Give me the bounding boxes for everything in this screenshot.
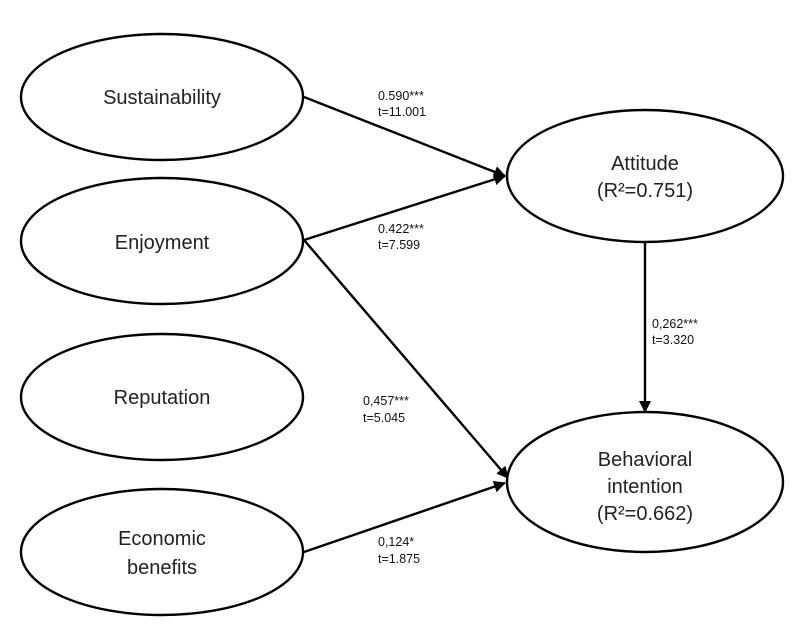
coef-value: 0,124* bbox=[378, 535, 414, 549]
node-attitude: Attitude (R²=0.751) bbox=[505, 108, 785, 244]
edge-enjoyment-attitude bbox=[303, 173, 506, 242]
node-attitude-label-1: Attitude bbox=[611, 153, 679, 175]
t-value: t=7.599 bbox=[378, 238, 420, 252]
t-value: t=11.001 bbox=[378, 105, 426, 119]
coef-label-economic-benefits-behavioral-intention: 0,124* t=1.875 bbox=[378, 535, 420, 566]
node-sustainability-label: Sustainability bbox=[103, 87, 221, 109]
node-behavioral-intention: Behavioral intention (R²=0.662) bbox=[505, 410, 785, 554]
node-enjoyment: Enjoyment bbox=[19, 176, 305, 306]
edge-enjoyment-behavioral-intention bbox=[303, 239, 509, 479]
node-behavioral-intention-label-1: Behavioral bbox=[598, 449, 693, 471]
coef-label-attitude-behavioral-intention: 0,262*** t=3.320 bbox=[652, 317, 698, 347]
node-behavioral-intention-label-2: intention bbox=[607, 476, 683, 498]
node-reputation-label: Reputation bbox=[114, 387, 211, 409]
coef-value: 0.422*** bbox=[378, 222, 424, 236]
t-value: t=5.045 bbox=[363, 411, 405, 425]
node-sustainability: Sustainability bbox=[19, 32, 305, 162]
t-value: t=1.875 bbox=[378, 552, 420, 566]
coef-value: 0.590*** bbox=[378, 89, 424, 103]
edge-sustainability-attitude bbox=[303, 95, 506, 178]
t-value: t=3.320 bbox=[652, 333, 694, 347]
node-economic-benefits-label-2: benefits bbox=[127, 557, 197, 579]
coef-label-enjoyment-attitude: 0.422*** t=7.599 bbox=[378, 222, 424, 252]
node-enjoyment-label: Enjoyment bbox=[115, 232, 210, 254]
coef-label-sustainability-attitude: 0.590*** t=11.001 bbox=[378, 89, 426, 119]
node-attitude-label-2: (R²=0.751) bbox=[597, 180, 693, 202]
coef-label-enjoyment-behavioral-intention: 0,457*** t=5.045 bbox=[363, 394, 409, 425]
node-reputation: Reputation bbox=[19, 332, 305, 462]
coef-value: 0,457*** bbox=[363, 394, 409, 408]
edge-economic-benefits-behavioral-intention bbox=[303, 480, 506, 554]
node-economic-benefits: Economic benefits bbox=[19, 487, 305, 617]
node-economic-benefits-label-1: Economic bbox=[118, 528, 206, 550]
coef-value: 0,262*** bbox=[652, 317, 698, 331]
node-behavioral-intention-label-3: (R²=0.662) bbox=[597, 503, 693, 525]
